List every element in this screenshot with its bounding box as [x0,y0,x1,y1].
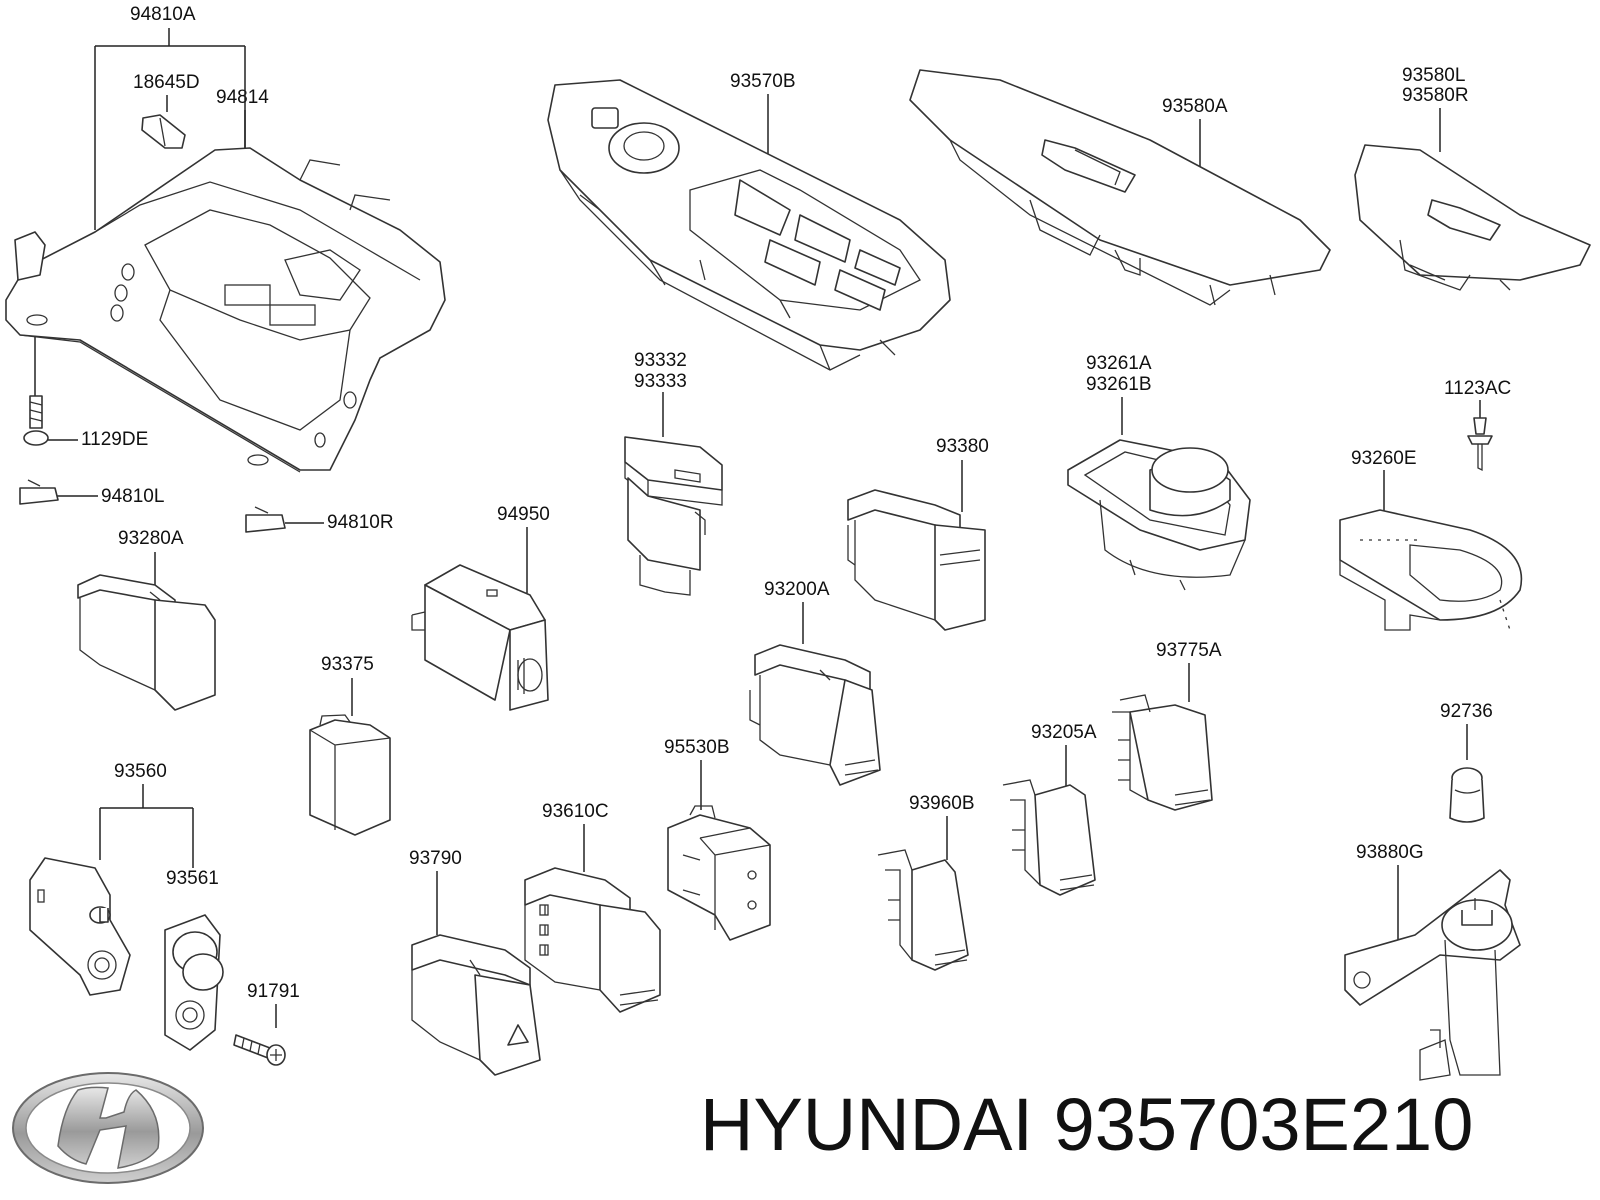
part-switch-93332 [624,436,723,596]
label-18645D: 18645D [133,72,200,93]
part-switch-93960B [877,849,969,971]
part-switch-95530B [667,805,771,941]
label-93332: 93332 [634,350,687,371]
label-94950: 94950 [497,504,550,525]
label-93580L: 93580L [1402,65,1465,86]
part-switch-93205A [1002,779,1096,896]
part-dimmer-switch [411,564,549,711]
brand-title: HYUNDAI 935703E210 [700,1088,1473,1162]
label-93580A: 93580A [1162,96,1228,117]
part-console-bezel [5,147,446,473]
part-clip-94810L [19,479,59,505]
part-bulb [141,114,186,149]
label-95530B: 95530B [664,737,730,758]
label-94810L: 94810L [101,486,164,507]
label-93375: 93375 [321,654,374,675]
part-screw-1123AC [1467,417,1493,472]
label-93580R: 93580R [1402,85,1469,106]
part-screw-91791 [233,1034,286,1066]
label-91791: 91791 [247,981,300,1002]
label-93790: 93790 [409,848,462,869]
part-door-switch-93560 [29,857,131,996]
part-power-window-switch [547,79,951,371]
part-clip-94810R [245,506,286,533]
part-hazard-switch [411,934,541,1076]
part-plug-92736 [1449,767,1485,823]
part-switch-93775A [1112,694,1213,811]
label-94810A: 94810A [130,4,196,25]
label-1129DE: 1129DE [81,429,148,450]
label-93261B: 93261B [1086,374,1152,395]
label-93570B: 93570B [730,71,796,92]
part-switch-93280A [77,574,216,711]
label-93560: 93560 [114,761,167,782]
label-92736: 92736 [1440,701,1493,722]
label-93333: 93333 [634,371,687,392]
label-93561: 93561 [166,868,219,889]
label-94810R: 94810R [327,512,394,533]
label-93775A: 93775A [1156,640,1222,661]
label-93260E: 93260E [1351,448,1417,469]
part-screw-1129DE [23,395,49,446]
part-switch-93380 [847,489,986,631]
label-93880G: 93880G [1356,842,1424,863]
label-93200A: 93200A [764,579,830,600]
hyundai-logo [12,1072,204,1184]
part-bracket-switch [1344,869,1521,1081]
brand-name: HYUNDAI [700,1083,1034,1166]
part-bezel-93260E [1339,509,1523,631]
label-93610C: 93610C [542,801,609,822]
label-1123AC: 1123AC [1444,378,1511,399]
part-switch-93375 [309,714,391,836]
label-93205A: 93205A [1031,722,1097,743]
label-93280A: 93280A [118,528,184,549]
label-93960B: 93960B [909,793,975,814]
part-door-switch-93561 [164,914,224,1051]
part-switch-93610C [524,867,661,1013]
part-side-switch [1354,144,1591,291]
part-passenger-switch-plate [909,69,1331,306]
label-93380: 93380 [936,436,989,457]
part-number: 935703E210 [1053,1083,1474,1166]
part-mirror-switch [1067,439,1251,591]
label-93261A: 93261A [1086,353,1152,374]
part-switch-93200A [749,644,881,786]
label-94814: 94814 [216,87,269,108]
leader-lines [34,28,1481,1028]
